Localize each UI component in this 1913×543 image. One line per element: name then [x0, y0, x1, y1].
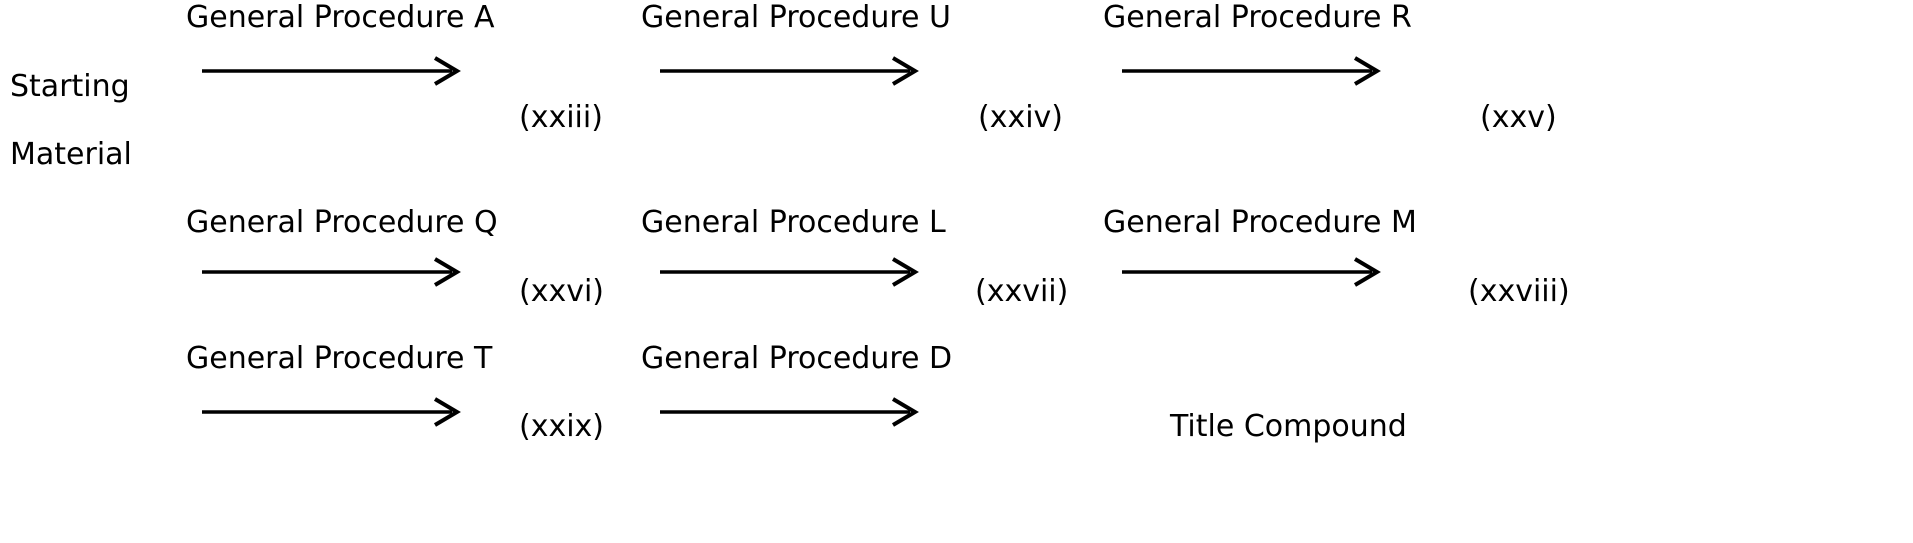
- procedure-label-row1-step1: General Procedure A: [186, 0, 495, 35]
- step-label-row2-step2: (xxvii): [975, 274, 1069, 309]
- reaction-arrow-row1-step1: [202, 56, 462, 86]
- procedure-label-row3-step2: General Procedure D: [641, 341, 953, 376]
- reaction-arrow-row2-step2: [660, 257, 920, 287]
- step-label-row2-step3: (xxviii): [1468, 274, 1570, 309]
- procedure-label-row2-step3: General Procedure M: [1103, 205, 1417, 240]
- reaction-arrow-row3-step2: [660, 397, 920, 427]
- procedure-label-row2-step2: General Procedure L: [641, 205, 946, 240]
- procedure-label-row1-step3: General Procedure R: [1103, 0, 1412, 35]
- procedure-label-row2-step1: General Procedure Q: [186, 205, 498, 240]
- procedure-label-row1-step2: General Procedure U: [641, 0, 951, 35]
- reaction-arrow-row2-step1: [202, 257, 462, 287]
- title-compound-label: Title Compound: [1170, 409, 1407, 444]
- step-label-row3-step1: (xxix): [519, 409, 605, 444]
- starting-material-label-line1: Starting: [10, 69, 130, 104]
- starting-material-label-line2: Material: [10, 137, 132, 172]
- reaction-arrow-row1-step3: [1122, 56, 1382, 86]
- procedure-label-row3-step1: General Procedure T: [186, 341, 493, 376]
- step-label-row2-step1: (xxvi): [519, 274, 605, 309]
- reaction-arrow-row2-step3: [1122, 257, 1382, 287]
- step-label-row1-step1: (xxiii): [519, 100, 603, 135]
- reaction-arrow-row1-step2: [660, 56, 920, 86]
- reaction-arrow-row3-step1: [202, 397, 462, 427]
- step-label-row1-step3: (xxv): [1480, 100, 1557, 135]
- step-label-row1-step2: (xxiv): [978, 100, 1064, 135]
